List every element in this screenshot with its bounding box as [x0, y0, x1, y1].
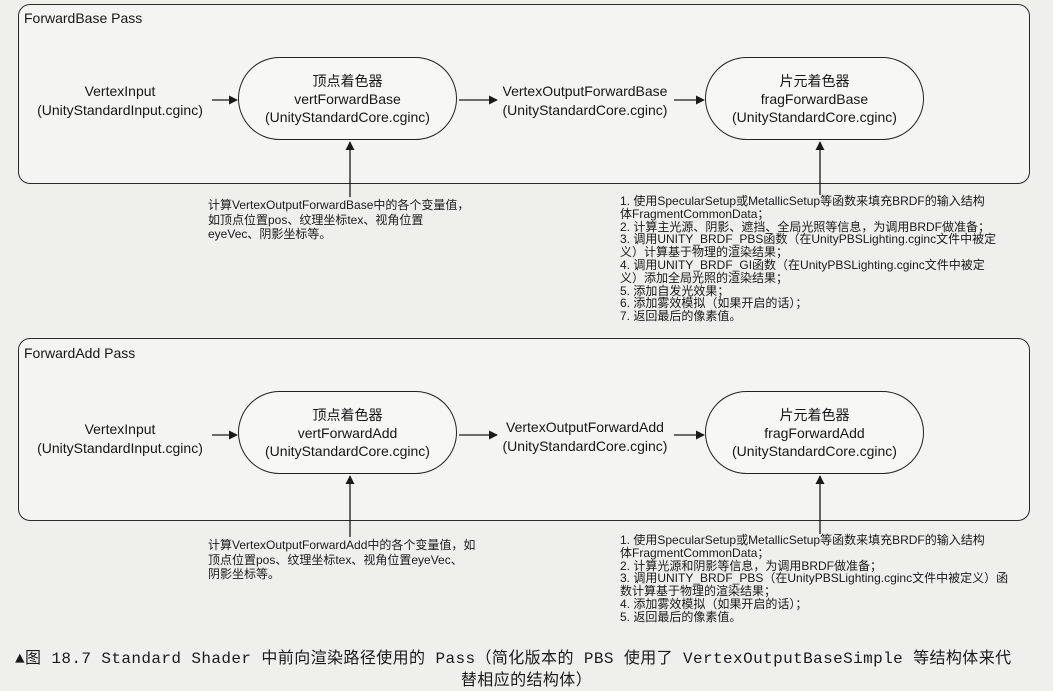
note-line: 阴影坐标等。 — [208, 567, 281, 581]
vertex-input-name: VertexInput — [84, 83, 156, 99]
note-line: 1. 使用SpecularSetup或MetallicSetup等函数来填充BR… — [620, 533, 985, 547]
fragment-shader-function: fragForwardBase — [760, 90, 869, 107]
forwardbase-vertex-note: 计算VertexOutputForwardBase中的各个变量值， 如顶点位置p… — [208, 198, 469, 242]
note-line: 3. 调用UNITY_BRDF_PBS函数（在UnityPBSLighting.… — [620, 232, 997, 247]
vertex-input-file: (UnityStandardInput.cginc) — [37, 102, 203, 118]
note-line: 计算VertexOutputForwardBase中的各个变量值， — [208, 198, 470, 212]
note-line: 3. 调用UNITY_BRDF_PBS（在UnityPBSLighting.cg… — [620, 571, 1009, 586]
vertex-shader-file: (UnityStandardCore.cginc) — [265, 108, 430, 125]
note-line: 5. 返回最后的像素值。 — [620, 609, 742, 624]
forwardbase-vertex-output-node: VertexOutputForwardBase (UnityStandardCo… — [485, 82, 685, 120]
fragment-shader-file: (UnityStandardCore.cginc) — [732, 442, 897, 459]
vertex-shader-function: vertForwardBase — [294, 90, 401, 107]
note-line: 顶点位置pos、纹理坐标tex、视角位置eyeVec、 — [208, 552, 463, 567]
forwardbase-pass-title: ForwardBase Pass — [24, 10, 143, 26]
fragment-shader-label: 片元着色器 — [779, 72, 850, 89]
note-line: 2. 计算主光源、阴影、遮挡、全局光照等信息，为调用BRDF做准备； — [620, 219, 991, 234]
note-line: 2. 计算光源和阴影等信息，为调用BRDF做准备； — [620, 558, 883, 573]
forwardadd-vertex-shader-node: 顶点着色器 vertForwardAdd (UnityStandardCore.… — [238, 391, 457, 474]
forwardbase-vertex-shader-node: 顶点着色器 vertForwardBase (UnityStandardCore… — [238, 57, 457, 140]
forwardadd-vertex-note: 计算VertexOutputForwardAdd中的各个变量值，如 顶点位置po… — [208, 538, 475, 582]
fragment-shader-function: fragForwardAdd — [764, 424, 865, 441]
vertex-output-file: (UnityStandardCore.cginc) — [502, 438, 668, 454]
forwardbase-fragment-note: 1. 使用SpecularSetup或MetallicSetup等函数来填充BR… — [620, 195, 996, 323]
forwardadd-fragment-shader-node: 片元着色器 fragForwardAdd (UnityStandardCore.… — [705, 391, 924, 474]
vertex-shader-label: 顶点着色器 — [312, 72, 383, 89]
forwardadd-vertex-output-node: VertexOutputForwardAdd (UnityStandardCor… — [485, 418, 685, 456]
vertex-shader-file: (UnityStandardCore.cginc) — [265, 442, 430, 459]
note-line: 数计算基于物理的渲染结果； — [620, 584, 777, 599]
note-line: 5. 添加自发光效果； — [620, 283, 730, 298]
forwardadd-pass-title: ForwardAdd Pass — [24, 345, 136, 361]
forwardbase-vertex-input-node: VertexInput (UnityStandardInput.cginc) — [20, 82, 220, 120]
vertex-output-name: VertexOutputForwardBase — [502, 83, 668, 99]
note-line: 义）添加全局光照的渲染结果； — [620, 270, 789, 285]
fragment-shader-label: 片元着色器 — [779, 406, 850, 423]
forwardbase-fragment-shader-node: 片元着色器 fragForwardBase (UnityStandardCore… — [705, 57, 924, 140]
vertex-output-name: VertexOutputForwardAdd — [506, 419, 664, 435]
note-line: 1. 使用SpecularSetup或MetallicSetup等函数来填充BR… — [620, 194, 985, 208]
vertex-input-name: VertexInput — [84, 421, 156, 437]
vertex-shader-label: 顶点着色器 — [312, 406, 383, 423]
fragment-shader-file: (UnityStandardCore.cginc) — [732, 108, 897, 125]
vertex-input-file: (UnityStandardInput.cginc) — [37, 440, 203, 456]
figure-caption-line1: ▲图 18.7 Standard Shader 中前向渲染路径使用的 Pass（… — [15, 650, 1012, 668]
forwardadd-vertex-input-node: VertexInput (UnityStandardInput.cginc) — [20, 420, 220, 458]
note-line: 义）计算基于物理的渲染结果； — [620, 245, 789, 260]
note-line: 计算VertexOutputForwardAdd中的各个变量值，如 — [208, 538, 476, 552]
note-line: 7. 返回最后的像素值。 — [620, 309, 742, 324]
note-line: 体FragmentCommonData； — [620, 206, 770, 221]
figure-caption-line2: 替相应的结构体） — [460, 672, 593, 690]
note-line: 如顶点位置pos、纹理坐标tex、视角位置 — [208, 212, 424, 227]
note-line: 4. 添加雾效模拟（如果开启的话）； — [620, 596, 808, 611]
vertex-shader-function: vertForwardAdd — [297, 424, 398, 441]
note-line: 体FragmentCommonData； — [620, 545, 770, 560]
forwardadd-fragment-note: 1. 使用SpecularSetup或MetallicSetup等函数来填充BR… — [620, 534, 1008, 624]
note-line: 6. 添加雾效模拟（如果开启的话）； — [620, 296, 808, 311]
note-line: 4. 调用UNITY_BRDF_GI函数（在UnityPBSLighting.c… — [620, 257, 985, 272]
vertex-output-file: (UnityStandardCore.cginc) — [502, 102, 668, 118]
note-line: eyeVec、阴影坐标等。 — [208, 227, 332, 241]
